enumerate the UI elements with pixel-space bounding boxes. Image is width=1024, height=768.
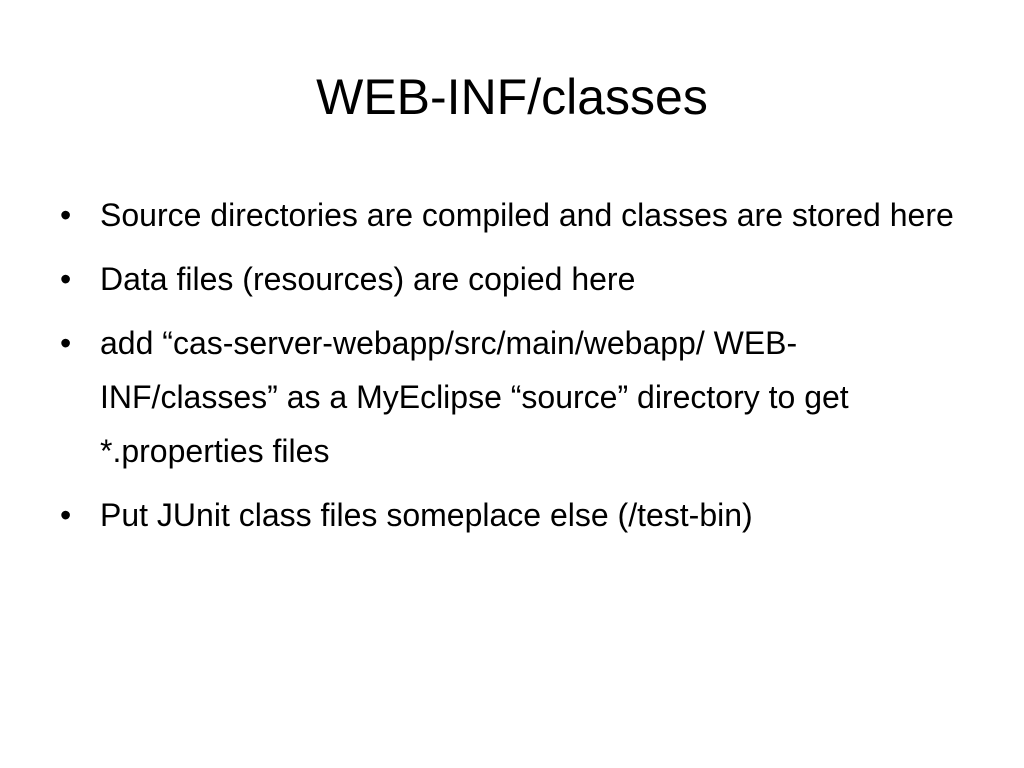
bullet-item: • Data files (resources) are copied here <box>58 252 958 306</box>
bullet-icon: • <box>60 325 72 361</box>
bullet-icon: • <box>60 197 72 233</box>
bullet-icon: • <box>60 497 72 533</box>
bullet-text: add “cas-server-webapp/src/main/webapp/ … <box>100 325 849 469</box>
bullet-text: Put JUnit class files someplace else (/t… <box>100 497 753 533</box>
bullet-list: • Source directories are compiled and cl… <box>58 188 958 552</box>
bullet-item: • Put JUnit class files someplace else (… <box>58 488 958 542</box>
slide-title: WEB-INF/classes <box>316 69 708 125</box>
bullet-text: Source directories are compiled and clas… <box>100 197 954 233</box>
bullet-icon: • <box>60 261 72 297</box>
bullet-text: Data files (resources) are copied here <box>100 261 636 297</box>
bullet-item: • Source directories are compiled and cl… <box>58 188 958 242</box>
bullet-item: • add “cas-server-webapp/src/main/webapp… <box>58 316 958 478</box>
